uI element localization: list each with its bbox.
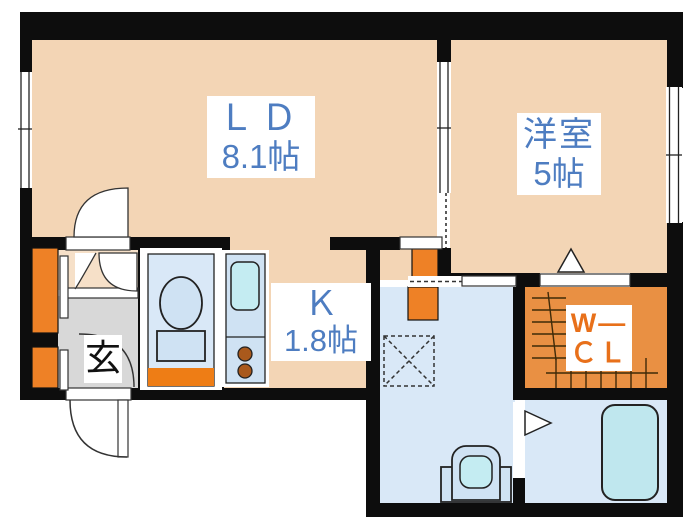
label-living-dining: ＬＤ 8.1帖 — [207, 96, 315, 178]
entrance-door-sill — [65, 387, 132, 401]
wall-western-room-bottom-left — [437, 273, 540, 287]
window-room-divider — [437, 62, 451, 193]
label-ld-name: ＬＤ — [217, 97, 304, 138]
toilet-room — [140, 248, 222, 390]
window-right — [666, 87, 682, 223]
sliding-door-panel — [461, 275, 517, 287]
label-wcl-line2: ＣＬ — [570, 338, 628, 368]
label-western-room: 洋室 5帖 — [517, 113, 601, 195]
wall-western-room-bottom-right — [630, 273, 667, 287]
open-boundary-strip — [437, 193, 450, 248]
hall-floor — [58, 250, 138, 290]
label-kitchen: Ｋ 1.8帖 — [271, 283, 371, 361]
label-wcl-line1: W— — [570, 308, 628, 338]
entry-closet-lower — [31, 346, 59, 389]
wall-room-divider-bottom — [437, 248, 451, 287]
toilet-tank — [156, 330, 206, 362]
entrance-door-swing — [69, 399, 128, 458]
label-entrance: 玄 — [84, 335, 122, 383]
wall-top — [20, 12, 683, 40]
kitchen-opening-floor — [230, 233, 330, 250]
label-western-size: 5帖 — [533, 155, 585, 192]
label-kitchen-name: Ｋ — [304, 285, 338, 323]
wall-toilet-left — [138, 248, 148, 390]
bathroom-floor — [525, 400, 667, 503]
wall-right-lower — [667, 222, 683, 517]
entrance-door-panel — [117, 399, 129, 458]
entry-closet-upper — [31, 247, 59, 334]
label-walk-in-closet: W— ＣＬ — [566, 305, 632, 371]
toilet-counter — [148, 368, 214, 386]
hall-pocket-floor — [380, 235, 437, 280]
wall-room-divider-top — [437, 12, 451, 63]
label-entrance-kanji: 玄 — [84, 337, 121, 378]
wall-right-upper — [667, 40, 683, 88]
toilet-room-frame — [140, 248, 222, 390]
label-kitchen-size: 1.8帖 — [283, 323, 359, 358]
label-western-name: 洋室 — [523, 116, 595, 154]
washroom-floor — [380, 287, 515, 503]
toilet-room-floor — [147, 253, 215, 387]
wall-bottom-left-a — [20, 388, 66, 400]
wall-toilet-right — [214, 248, 224, 390]
toilet-bowl — [159, 276, 203, 330]
wcl-door-opening — [539, 273, 631, 287]
wall-wcl-bottom — [513, 388, 667, 400]
label-ld-size: 8.1帖 — [221, 138, 301, 175]
wall-closet-divider — [32, 333, 58, 347]
wall-bottom-right — [366, 503, 683, 517]
wall-bottom-left-b — [131, 388, 376, 400]
